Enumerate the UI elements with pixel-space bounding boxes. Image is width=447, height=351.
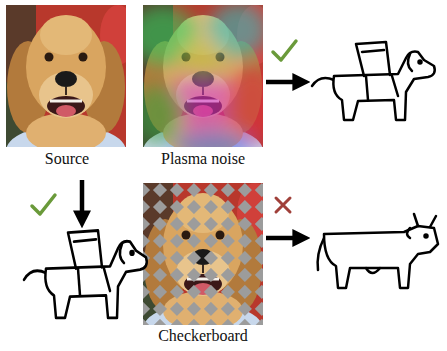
guide-dog-icon <box>312 42 435 120</box>
source-photo <box>6 5 126 147</box>
check-mark <box>32 41 296 214</box>
plasma-photo <box>143 85 183 145</box>
plasma-photo <box>173 130 253 147</box>
checkerboard-photo <box>143 183 263 325</box>
image-panel: Checkerboard <box>143 183 263 325</box>
image-panel: Plasma noise <box>143 5 263 148</box>
image-panel: Source <box>6 5 128 148</box>
arrow <box>266 80 296 85</box>
plasma-photo <box>181 42 225 78</box>
checkerboard-photo <box>143 183 263 325</box>
cross-mark <box>276 198 290 212</box>
arrow <box>82 82 296 238</box>
arrow <box>266 236 296 241</box>
cow-icon <box>318 214 438 288</box>
check-mark <box>273 41 296 60</box>
image-caption: Plasma noise <box>143 150 263 168</box>
source-photo <box>6 5 126 147</box>
checkerboard-photo <box>143 183 263 325</box>
plasma-photo <box>143 5 263 147</box>
cow-icon <box>318 214 438 288</box>
cross-mark <box>276 198 290 212</box>
check-mark <box>32 195 55 214</box>
image-caption: Checkerboard <box>143 327 263 345</box>
guide-dog-icon <box>312 42 435 120</box>
image-caption: Source <box>6 150 128 168</box>
guide-dog-icon <box>24 230 147 317</box>
guide-dog-icon <box>24 230 147 317</box>
plasma-photo <box>143 5 263 147</box>
arrow <box>80 180 85 214</box>
